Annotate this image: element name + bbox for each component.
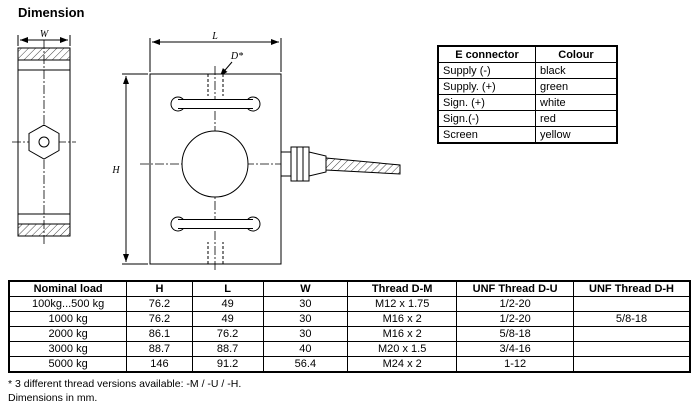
cell: 3000 kg xyxy=(8,341,128,357)
table-row: 5000 kg 146 91.2 56.4 M24 x 2 1-12 xyxy=(8,356,691,373)
cell: M16 x 2 xyxy=(347,311,458,327)
cell: 5/8-18 xyxy=(573,311,691,327)
bottom-slot xyxy=(171,217,260,231)
cell xyxy=(573,326,691,342)
connector-row: Screen yellow xyxy=(437,126,618,144)
cell: M12 x 1.75 xyxy=(347,296,458,312)
front-view-drawing: L D* H xyxy=(111,31,400,272)
cell: yellow xyxy=(535,126,618,144)
connector-header-row: E connector Colour xyxy=(437,45,618,63)
cell: 1/2-20 xyxy=(456,311,575,327)
cell: 86.1 xyxy=(126,326,193,342)
cell: Supply. (+) xyxy=(437,78,536,95)
dimension-label-l: L xyxy=(211,31,218,42)
cell: red xyxy=(535,110,618,127)
table-row: 1000 kg 76.2 49 30 M16 x 2 1/2-20 5/8-18 xyxy=(8,311,691,327)
cell: 91.2 xyxy=(191,356,264,373)
load-cell-drawing: W L D* H xyxy=(8,29,438,278)
connector-row: Sign.(-) red xyxy=(437,110,618,127)
cell: white xyxy=(535,94,618,111)
dimension-table: Nominal load H L W Thread D-M UNF Thread… xyxy=(8,280,691,373)
cell: 30 xyxy=(262,311,349,327)
units-footnote: Dimensions in mm. xyxy=(8,392,98,404)
thread-versions-footnote: * 3 different thread versions available:… xyxy=(8,378,242,390)
connector-row: Supply (-) black xyxy=(437,62,618,79)
cell: Sign. (+) xyxy=(437,94,536,111)
header-cell: E connector xyxy=(437,45,536,63)
cable xyxy=(326,158,400,174)
cell xyxy=(573,341,691,357)
cell: M24 x 2 xyxy=(347,356,458,373)
cell xyxy=(573,356,691,373)
dimension-header-row: Nominal load H L W Thread D-M UNF Thread… xyxy=(8,280,691,297)
cell: 5/8-18 xyxy=(456,326,575,342)
cell: 49 xyxy=(191,311,264,327)
table-row: 2000 kg 86.1 76.2 30 M16 x 2 5/8-18 xyxy=(8,326,691,342)
cell xyxy=(573,296,691,312)
cell: 2000 kg xyxy=(8,326,128,342)
cell: Supply (-) xyxy=(437,62,536,79)
cell: M16 x 2 xyxy=(347,326,458,342)
cell: 146 xyxy=(126,356,193,373)
cell: M20 x 1.5 xyxy=(347,341,458,357)
dimension-label-h: H xyxy=(111,165,120,176)
dimension-label-d: D* xyxy=(230,51,243,62)
table-row: 100kg...500 kg 76.2 49 30 M12 x 1.75 1/2… xyxy=(8,296,691,312)
connector-row: Supply. (+) green xyxy=(437,78,618,95)
header-cell: UNF Thread D-H xyxy=(573,280,691,297)
cell: 5000 kg xyxy=(8,356,128,373)
cell: 30 xyxy=(262,296,349,312)
header-cell: Thread D-M xyxy=(347,280,458,297)
cell: 30 xyxy=(262,326,349,342)
cable-gland xyxy=(281,147,400,181)
cell: 88.7 xyxy=(126,341,193,357)
cell: 1/2-20 xyxy=(456,296,575,312)
cell: 100kg...500 kg xyxy=(8,296,128,312)
cell: 88.7 xyxy=(191,341,264,357)
hex-nut xyxy=(29,125,59,159)
cell: 76.2 xyxy=(126,296,193,312)
cell: green xyxy=(535,78,618,95)
cell: Screen xyxy=(437,126,536,144)
dimension-label-w: W xyxy=(40,29,50,40)
cell: black xyxy=(535,62,618,79)
center-bore xyxy=(182,131,248,197)
cell: 3/4-16 xyxy=(456,341,575,357)
cell: 1000 kg xyxy=(8,311,128,327)
cell: Sign.(-) xyxy=(437,110,536,127)
connector-table: E connector Colour Supply (-) black Supp… xyxy=(437,45,618,144)
connector-row: Sign. (+) white xyxy=(437,94,618,111)
header-cell: Nominal load xyxy=(8,280,128,297)
cell: 40 xyxy=(262,341,349,357)
table-row: 3000 kg 88.7 88.7 40 M20 x 1.5 3/4-16 xyxy=(8,341,691,357)
cell: 76.2 xyxy=(191,326,264,342)
header-cell: H xyxy=(126,280,193,297)
header-cell: L xyxy=(191,280,264,297)
page-title: Dimension xyxy=(18,5,85,20)
cell: 49 xyxy=(191,296,264,312)
header-cell: W xyxy=(262,280,349,297)
top-slot xyxy=(171,97,260,111)
header-cell: UNF Thread D-U xyxy=(456,280,575,297)
cell: 76.2 xyxy=(126,311,193,327)
side-view-drawing: W xyxy=(12,29,76,244)
header-cell: Colour xyxy=(535,45,618,63)
cell: 56.4 xyxy=(262,356,349,373)
cell: 1-12 xyxy=(456,356,575,373)
